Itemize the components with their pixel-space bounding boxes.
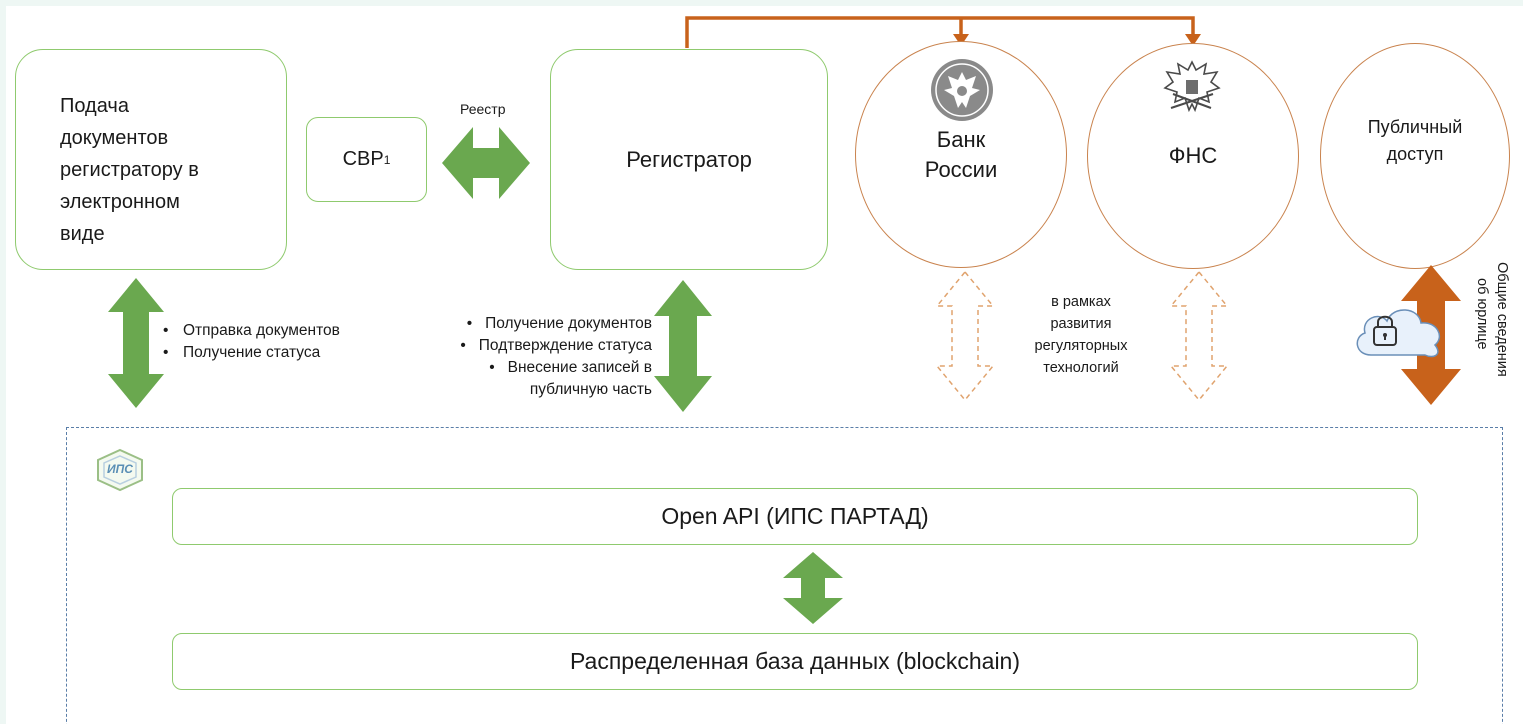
submission-line: документов	[60, 127, 169, 149]
bullet-dot: •	[466, 315, 486, 332]
api-database-double-arrow	[783, 552, 843, 624]
registrar-label: Регистратор	[626, 146, 752, 172]
submission-line: Подача	[60, 95, 129, 117]
registrar-double-arrow	[654, 280, 712, 412]
public-label-line: доступ	[1386, 144, 1444, 164]
database-label: Распределенная база данных (blockchain)	[569, 648, 1021, 674]
registrar-bullets: • Получение документов • Подтверждение с…	[406, 313, 652, 401]
reestr-double-arrow	[442, 127, 530, 199]
fns-circle: ФНС	[1087, 43, 1299, 269]
database-bar: Распределенная база данных (blockchain)	[172, 633, 1418, 690]
bank-label-line: Банк	[936, 126, 986, 152]
bank-label-line: России	[924, 156, 998, 182]
regtech-line: регуляторных	[1034, 338, 1128, 354]
ips-logo-text: ИПС	[107, 462, 133, 476]
orange-connector	[685, 16, 1201, 48]
cloud-lock-icon	[1356, 309, 1441, 358]
ips-logo-icon	[97, 448, 143, 492]
regtech-note: в рамках развития регуляторных технологи…	[1006, 291, 1156, 379]
public-label-line: Публичный	[1367, 117, 1463, 137]
bullet-item: Отправка документов	[161, 320, 340, 342]
submission-line: виде	[60, 223, 105, 245]
bank-of-russia-emblem-icon	[931, 59, 993, 121]
open-api-label: Open API (ИПС ПАРТАД)	[661, 503, 929, 529]
fns-emblem-icon	[1163, 60, 1221, 113]
submission-bullets: Отправка документов Получение статуса	[161, 320, 340, 364]
reestr-label: Реестр	[460, 101, 506, 117]
bullet-item: Внесение записей в	[507, 359, 652, 376]
open-api-bar: Open API (ИПС ПАРТАД)	[172, 488, 1418, 545]
bullet-dot: •	[489, 359, 508, 376]
fns-dashed-arrow	[1169, 270, 1229, 402]
bullet-item: Подтверждение статуса	[478, 337, 652, 354]
bullet-item: публичную часть	[529, 381, 652, 398]
bullet-dot: •	[460, 337, 479, 354]
bank-dashed-arrow	[935, 270, 995, 402]
fns-label: ФНС	[1168, 143, 1218, 168]
bullet-item: Получение статуса	[161, 342, 340, 364]
registrar-box: Регистратор	[550, 49, 828, 270]
svr-footnote: 1	[383, 152, 391, 167]
regtech-line: технологий	[1043, 360, 1119, 376]
svr-label: СВР	[342, 148, 384, 170]
bullet-item: Получение документов	[485, 315, 652, 332]
diagram-canvas: Подача документов регистратору в электро…	[6, 6, 1523, 724]
submission-box: Подача документов регистратору в электро…	[15, 49, 287, 270]
submission-line: электронном	[60, 191, 180, 213]
submission-double-arrow	[108, 278, 164, 408]
regtech-line: развития	[1050, 316, 1112, 332]
public-note-line: Общие сведения	[1494, 262, 1510, 377]
submission-line: регистратору в	[60, 159, 199, 181]
public-access-circle: Публичный доступ	[1320, 43, 1510, 269]
regtech-line: в рамках	[1051, 294, 1111, 310]
ips-platform-area	[66, 427, 1503, 724]
public-note-line: об юрлице	[1474, 278, 1490, 350]
public-note: Общие сведения об юрлице	[1472, 262, 1512, 402]
